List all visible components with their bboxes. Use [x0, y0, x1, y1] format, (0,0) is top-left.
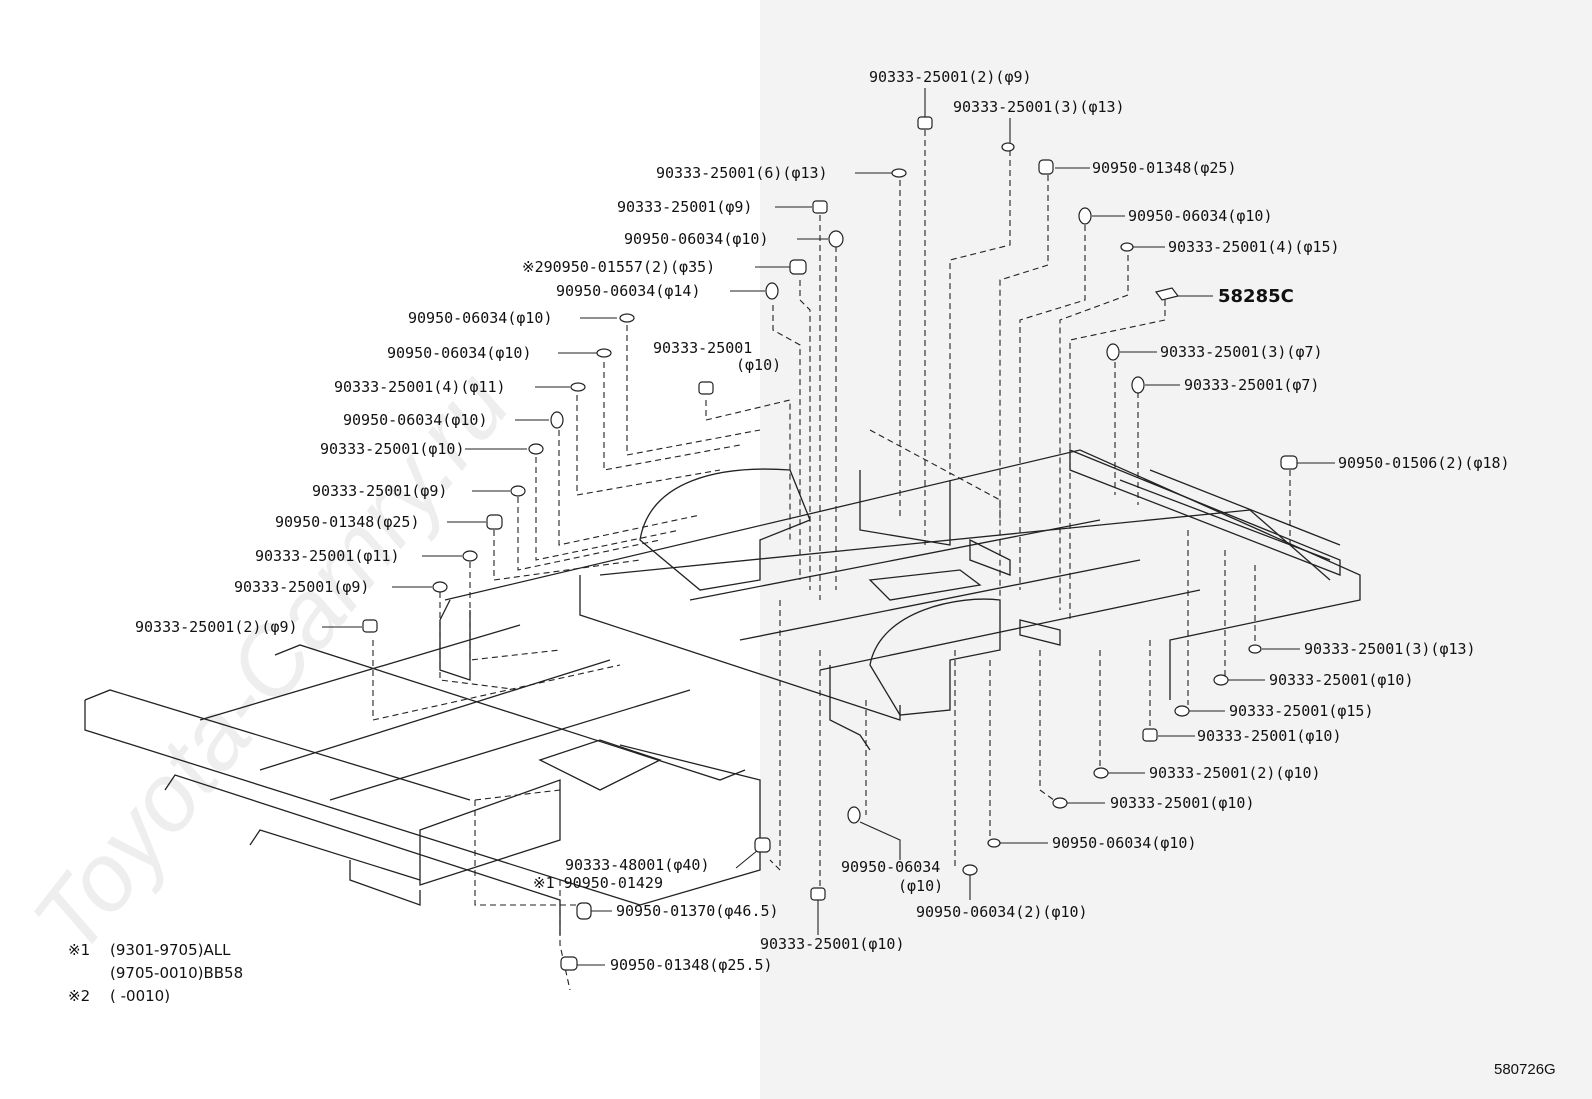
callout-label: 90333-25001(φ11) — [255, 547, 400, 565]
callout-label: 90950-01348(φ25) — [1092, 159, 1237, 177]
callout-label: 90950-06034(φ14) — [556, 282, 701, 300]
callout-label: 90333-25001(φ10) — [1110, 794, 1255, 812]
plug-markers — [362, 116, 1298, 971]
callout-label: 90333-25001(4)(φ15) — [1168, 238, 1340, 256]
callout-label: 90333-25001(4)(φ11) — [334, 378, 506, 396]
right-half-shading — [760, 0, 1592, 1099]
callout-label: 90333-25001(φ10) — [1269, 671, 1414, 689]
footnotes: ※1 (9301-9705)ALL (9705-0010)BB58 ※2 ( -… — [68, 941, 243, 1005]
note-mark: ※1 — [68, 941, 90, 959]
callout-label: 90333-25001(φ9) — [312, 482, 447, 500]
callout-label: 90333-25001(2)(φ9) — [869, 68, 1032, 86]
note-text: (9301-9705)ALL — [110, 941, 231, 959]
callout-label: 58285C — [1218, 286, 1294, 307]
note-text: ( -0010) — [110, 987, 170, 1005]
note-mark: ※2 — [68, 987, 90, 1005]
diagram-code: 580726G — [1494, 1061, 1556, 1078]
callout-label: 90333-48001(φ40) — [565, 856, 710, 874]
callout-label: 90333-25001(φ10) — [760, 935, 905, 953]
callout-labels: 90333-25001(2)(φ9) 90333-25001(3)(φ13) 9… — [135, 68, 1510, 974]
callout-label: 90950-01348(φ25) — [275, 513, 420, 531]
callout-label: 90333-25001(φ10) — [1197, 727, 1342, 745]
callout-label: 90950-06034(φ10) — [343, 411, 488, 429]
callout-label: 90333-25001(φ7) — [1184, 376, 1319, 394]
body-frame-drawing — [84, 449, 1361, 935]
callout-label: 90950-06034 — [841, 858, 940, 876]
callout-label: 90950-01370(φ46.5) — [616, 902, 779, 920]
callout-label: ※290950-01557(2)(φ35) — [522, 258, 715, 276]
callout-label: 90950-06034(φ10) — [408, 309, 553, 327]
callout-label: ※1 90950-01429 — [533, 874, 663, 892]
callout-label: 90333-25001(3)(φ13) — [1304, 640, 1476, 658]
callout-label: 90333-25001(φ9) — [617, 198, 752, 216]
callout-label: 90950-06034(2)(φ10) — [916, 903, 1088, 921]
note-text: (9705-0010)BB58 — [110, 964, 243, 982]
callout-label: 90333-25001 — [653, 339, 752, 357]
callout-label: 90950-01506(2)(φ18) — [1338, 454, 1510, 472]
callout-label: 90950-01348(φ25.5) — [610, 956, 773, 974]
callout-label: 90333-25001(φ10) — [320, 440, 465, 458]
dashed-guides — [372, 130, 1291, 991]
callout-label: 90950-06034(φ10) — [624, 230, 769, 248]
callout-label: 90333-25001(3)(φ7) — [1160, 343, 1323, 361]
callout-label: 90950-06034(φ10) — [387, 344, 532, 362]
callout-label: 90333-25001(φ9) — [234, 578, 369, 596]
callout-label: (φ10) — [898, 877, 943, 895]
callout-label: 90333-25001(2)(φ10) — [1149, 764, 1321, 782]
callout-label: 90950-06034(φ10) — [1128, 207, 1273, 225]
callout-label: 90333-25001(3)(φ13) — [953, 98, 1125, 116]
callout-label: (φ10) — [736, 356, 781, 374]
callout-label: 90950-06034(φ10) — [1052, 834, 1197, 852]
callout-label: 90333-25001(φ15) — [1229, 702, 1374, 720]
callout-label: 90333-25001(6)(φ13) — [656, 164, 828, 182]
callout-label: 90333-25001(2)(φ9) — [135, 618, 298, 636]
